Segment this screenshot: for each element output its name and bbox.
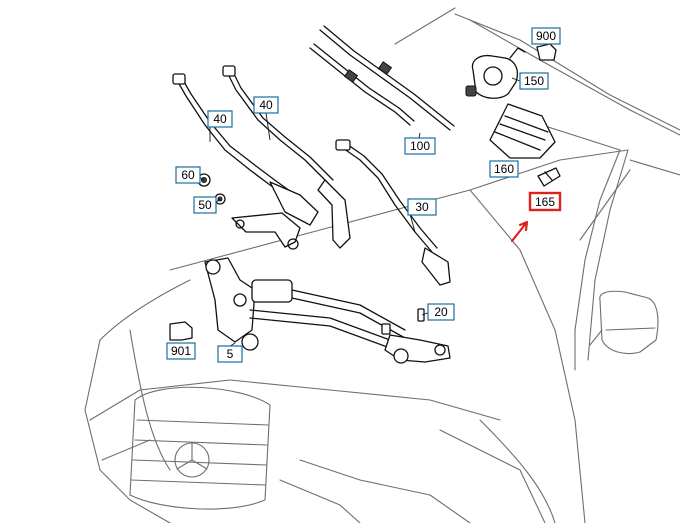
- svg-text:40: 40: [259, 98, 273, 112]
- svg-text:150: 150: [524, 74, 544, 88]
- label-40-left: 40: [207, 110, 233, 128]
- svg-text:901: 901: [171, 344, 191, 358]
- svg-text:60: 60: [181, 168, 195, 182]
- connector-900: [536, 43, 557, 61]
- highlight-arrow: [510, 220, 529, 243]
- label-901: 901: [166, 342, 196, 360]
- label-900: 900: [531, 27, 561, 45]
- leader-lines: [197, 77, 521, 355]
- svg-text:165: 165: [535, 195, 555, 209]
- wiper-linkage-motor: [204, 257, 451, 364]
- label-5: 5: [217, 345, 243, 363]
- svg-text:100: 100: [410, 139, 430, 153]
- linkage-bracket-upper: [231, 212, 301, 250]
- label-30: 30: [407, 198, 437, 216]
- cover-part-160: [489, 103, 556, 159]
- label-165-highlighted: 165: [528, 191, 562, 212]
- label-100: 100: [404, 137, 436, 155]
- label-50: 50: [193, 196, 217, 214]
- wiper-arm-right: [335, 139, 451, 286]
- label-40-center: 40: [253, 96, 279, 114]
- vehicle-body-outline: [84, 7, 680, 523]
- svg-text:20: 20: [434, 305, 448, 319]
- wiper-arm-left: [172, 73, 319, 226]
- svg-text:900: 900: [536, 29, 556, 43]
- svg-text:30: 30: [415, 200, 429, 214]
- wiper-blades: [309, 25, 455, 131]
- svg-text:40: 40: [213, 112, 227, 126]
- label-150: 150: [519, 72, 549, 90]
- washer-pump: [465, 47, 526, 99]
- connector-901: [169, 321, 193, 341]
- label-60: 60: [175, 166, 201, 184]
- wiper-arm-center: [222, 65, 351, 249]
- label-160: 160: [489, 160, 519, 178]
- svg-text:5: 5: [227, 347, 234, 361]
- clip-part-165: [537, 167, 561, 187]
- svg-text:50: 50: [198, 198, 212, 212]
- svg-text:160: 160: [494, 162, 514, 176]
- label-20: 20: [427, 303, 455, 321]
